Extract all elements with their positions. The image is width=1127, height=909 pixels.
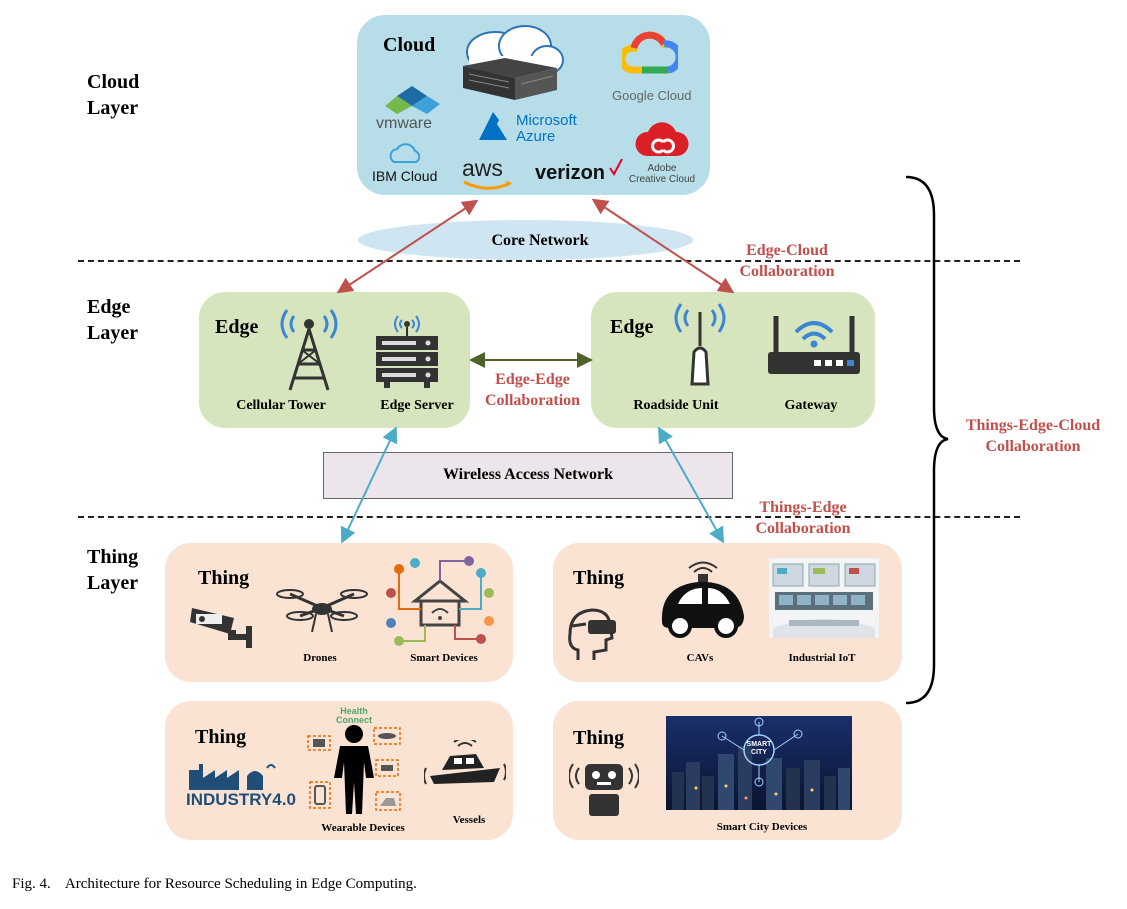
cellular-tower-label: Cellular Tower (236, 398, 326, 413)
core-network-label: Core Network (491, 232, 589, 249)
cavs-label: CAVs (686, 652, 714, 664)
gateway-label: Gateway (784, 398, 838, 413)
gateway-router-icon (768, 316, 860, 374)
figure-caption: Fig. 4. Architecture for Resource Schedu… (12, 876, 417, 892)
industrial-iot-image (769, 558, 879, 638)
cloud-edge-divider (78, 260, 1020, 262)
google-cloud-logo: Google Cloud (612, 88, 692, 103)
smart-devices-icon (386, 556, 494, 646)
edge-server-icon (376, 315, 438, 388)
roadside-unit-icon (674, 303, 726, 386)
roadside-unit-label: Roadside Unit (633, 398, 719, 413)
drones-label: Drones (303, 652, 337, 664)
azure-logo: Microsoft Azure (516, 112, 577, 145)
vmware-icon (385, 86, 440, 114)
aws-smile-icon (463, 180, 512, 190)
things-edge-cloud-collaboration-label: Things-Edge-Cloud Collaboration (965, 417, 1101, 455)
thing-layer-label: Thing Layer (87, 546, 139, 594)
edge-box-right-title: Edge (610, 316, 654, 338)
smart-city-image (666, 716, 852, 810)
vr-headset-icon (568, 608, 616, 660)
wearable-person-icon (307, 725, 401, 814)
edge-server-label: Edge Server (380, 398, 454, 413)
adobe-creative-cloud-icon (635, 122, 689, 156)
ibm-cloud-icon (389, 143, 421, 163)
robot-icon (569, 763, 639, 816)
adobe-creative-cloud-logo: Adobe Creative Cloud (628, 163, 696, 185)
aws-logo: aws (462, 155, 503, 181)
thing-box-3-title: Thing (195, 726, 247, 748)
cloud-server-icon (463, 25, 564, 100)
thing-box-4-title: Thing (573, 727, 625, 749)
edge-layer-label: Edge Layer (87, 296, 139, 344)
cav-icon (661, 561, 744, 638)
cellular-tower-icon (280, 309, 338, 391)
edge-thing-divider (78, 516, 1020, 518)
vessel-icon (424, 740, 506, 785)
google-cloud-icon (622, 31, 678, 74)
health-connect-badge: Health Connect (336, 706, 372, 725)
smart-city-badge: SMART CITY (746, 741, 772, 756)
edge-edge-collaboration-label: Edge-Edge Collaboration (484, 371, 581, 409)
azure-icon (479, 112, 507, 140)
industry-4-0-logo: INDUSTRY4.0 (186, 790, 296, 809)
thing-box-2-title: Thing (573, 567, 625, 589)
cctv-camera-icon (190, 608, 252, 648)
wireless-access-network-label: Wireless Access Network (442, 466, 614, 483)
cloud-title: Cloud (383, 34, 436, 56)
things-edge-cloud-brace (905, 175, 949, 705)
industrial-iot-label: Industrial IoT (788, 652, 856, 664)
things-edge-collaboration-label: Things-Edge Collaboration (755, 499, 851, 537)
factory-icon (189, 764, 276, 790)
wearable-devices-label: Wearable Devices (321, 822, 405, 834)
vmware-logo: vmware (376, 115, 433, 132)
cloud-layer-label: Cloud Layer (87, 71, 140, 119)
vessels-label: Vessels (452, 814, 486, 826)
ibm-cloud-logo: IBM Cloud (372, 168, 438, 184)
thing-box-1-title: Thing (198, 567, 250, 589)
smart-devices-label: Smart Devices (410, 652, 478, 664)
edge-cloud-collaboration-label: Edge-Cloud Collaboration (739, 242, 835, 280)
smart-city-devices-label: Smart City Devices (716, 821, 808, 833)
verizon-check-icon (609, 158, 623, 176)
edge-box-left-title: Edge (215, 316, 259, 338)
drone-icon (276, 589, 368, 633)
verizon-logo: verizon (535, 162, 606, 184)
